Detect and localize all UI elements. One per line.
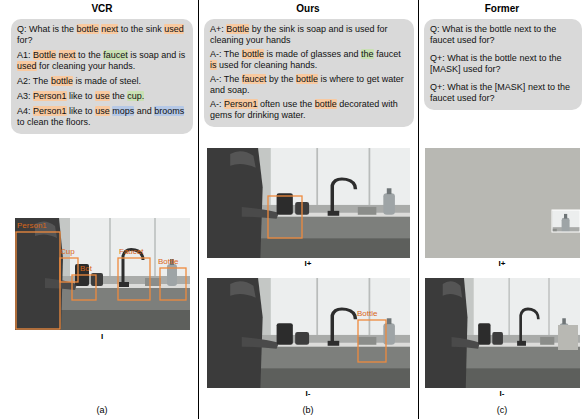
panel-letter: (c) bbox=[497, 405, 508, 415]
highlight: use bbox=[95, 91, 110, 101]
highlight: next bbox=[101, 24, 118, 34]
image-label: I+ bbox=[305, 259, 312, 268]
question-text: A+: Bottle by the sink is soap and is us… bbox=[210, 24, 408, 46]
answer-text: A4: Person1 like to use mops and brooms … bbox=[17, 106, 187, 128]
box-label: Faucet bbox=[119, 247, 143, 256]
box-label: Bottle bbox=[158, 257, 178, 266]
image-label: I- bbox=[306, 389, 311, 398]
question-text: Q: What is the bottle next to the faucet… bbox=[430, 24, 576, 46]
highlight: Person1 bbox=[224, 99, 258, 109]
highlight: brooms bbox=[154, 106, 184, 116]
panel-title: VCR bbox=[91, 3, 112, 14]
text-bubble: A+: Bottle by the sink is soap and is us… bbox=[204, 19, 414, 127]
highlight: bottle bbox=[51, 76, 73, 86]
highlight: used bbox=[17, 61, 37, 71]
text-bubble: Q: What is the bottle next to the faucet… bbox=[424, 19, 582, 110]
answer-text: A-: Person1 often use the bottle decorat… bbox=[210, 99, 408, 121]
highlight: bottle bbox=[242, 49, 264, 59]
box-label: Person1 bbox=[17, 221, 47, 230]
panel-letter: (a) bbox=[97, 405, 108, 415]
highlight: Bottle bbox=[33, 50, 56, 60]
highlight: bottle bbox=[77, 24, 99, 34]
highlight: used bbox=[164, 24, 184, 34]
text-bubble: Q: What is the bottle next to the sink u… bbox=[11, 19, 193, 134]
answer-text: A1: Bottle next to the faucet is soap an… bbox=[17, 50, 187, 72]
box-label: Bottle bbox=[357, 309, 377, 318]
answer-text: A3: Person1 like to use the cup. bbox=[17, 91, 187, 102]
highlight: Bottle bbox=[226, 24, 249, 34]
highlight: bottle bbox=[315, 99, 337, 109]
highlight: faucet bbox=[103, 50, 128, 60]
box-label: Cup bbox=[60, 247, 75, 256]
answer-text: Q+: What is the [MASK] next to the fauce… bbox=[430, 82, 576, 104]
highlight: Person1 bbox=[33, 91, 67, 101]
highlight: the bbox=[361, 49, 374, 59]
box-label: Bot bbox=[80, 264, 92, 273]
highlight: Person1 bbox=[33, 106, 67, 116]
highlight: use bbox=[95, 106, 110, 116]
panel-title: Ours bbox=[296, 3, 319, 14]
highlight: next bbox=[59, 50, 76, 60]
image-label: I+ bbox=[499, 259, 506, 268]
panel-title: Former bbox=[485, 3, 519, 14]
answer-text: A2: The bottle is made of steel. bbox=[17, 76, 187, 87]
highlight: faucet bbox=[242, 74, 267, 84]
answer-text: A-: The faucet by the bottle is where to… bbox=[210, 74, 408, 96]
question-text: Q: What is the bottle next to the sink u… bbox=[17, 24, 187, 46]
panel-letter: (b) bbox=[303, 405, 314, 415]
highlight: cup. bbox=[127, 91, 144, 101]
image-label: I bbox=[101, 332, 103, 341]
highlight: bottle bbox=[296, 74, 318, 84]
answer-text: Q+: What is the bottle next to the [MASK… bbox=[430, 53, 576, 75]
highlight: mops bbox=[112, 106, 134, 116]
answer-text: A-: The bottle is made of glasses and th… bbox=[210, 49, 408, 71]
highlight: is bbox=[210, 60, 217, 70]
image-label: I- bbox=[500, 389, 505, 398]
